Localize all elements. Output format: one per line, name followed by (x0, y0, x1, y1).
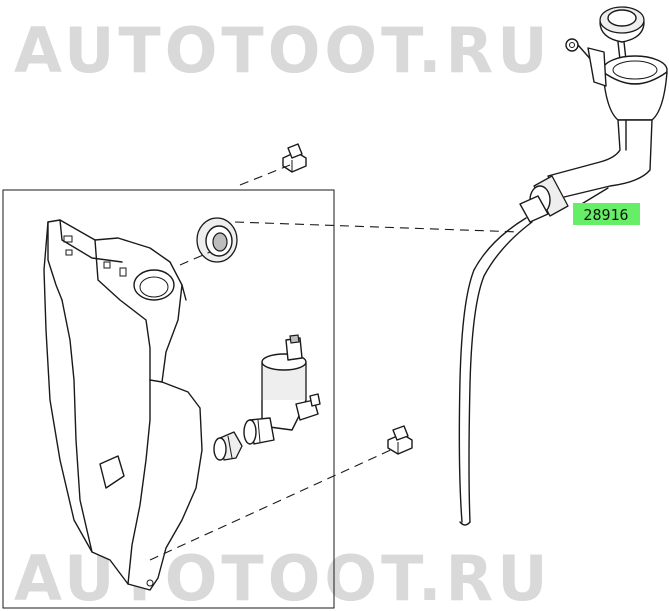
rubber-grommet (196, 217, 238, 263)
part-number-callout[interactable]: 28916 (573, 203, 640, 225)
leader-upper-bolt (239, 164, 291, 186)
part-number-label[interactable]: 28916 (583, 206, 628, 224)
washer-reservoir-tank (43, 219, 203, 591)
assembly-frame (2, 189, 335, 609)
mounting-bolt-lower (387, 425, 413, 455)
leader-filler-neck (234, 221, 521, 233)
leader-grommet (179, 251, 211, 266)
washer-pump (243, 334, 321, 445)
mounting-bolt-upper (282, 143, 307, 173)
pump-seal (213, 431, 243, 461)
watermark-top: AUTOTOOT.RU (14, 14, 552, 87)
filler-neck-tube (458, 6, 668, 526)
callout-highlight (573, 203, 640, 225)
